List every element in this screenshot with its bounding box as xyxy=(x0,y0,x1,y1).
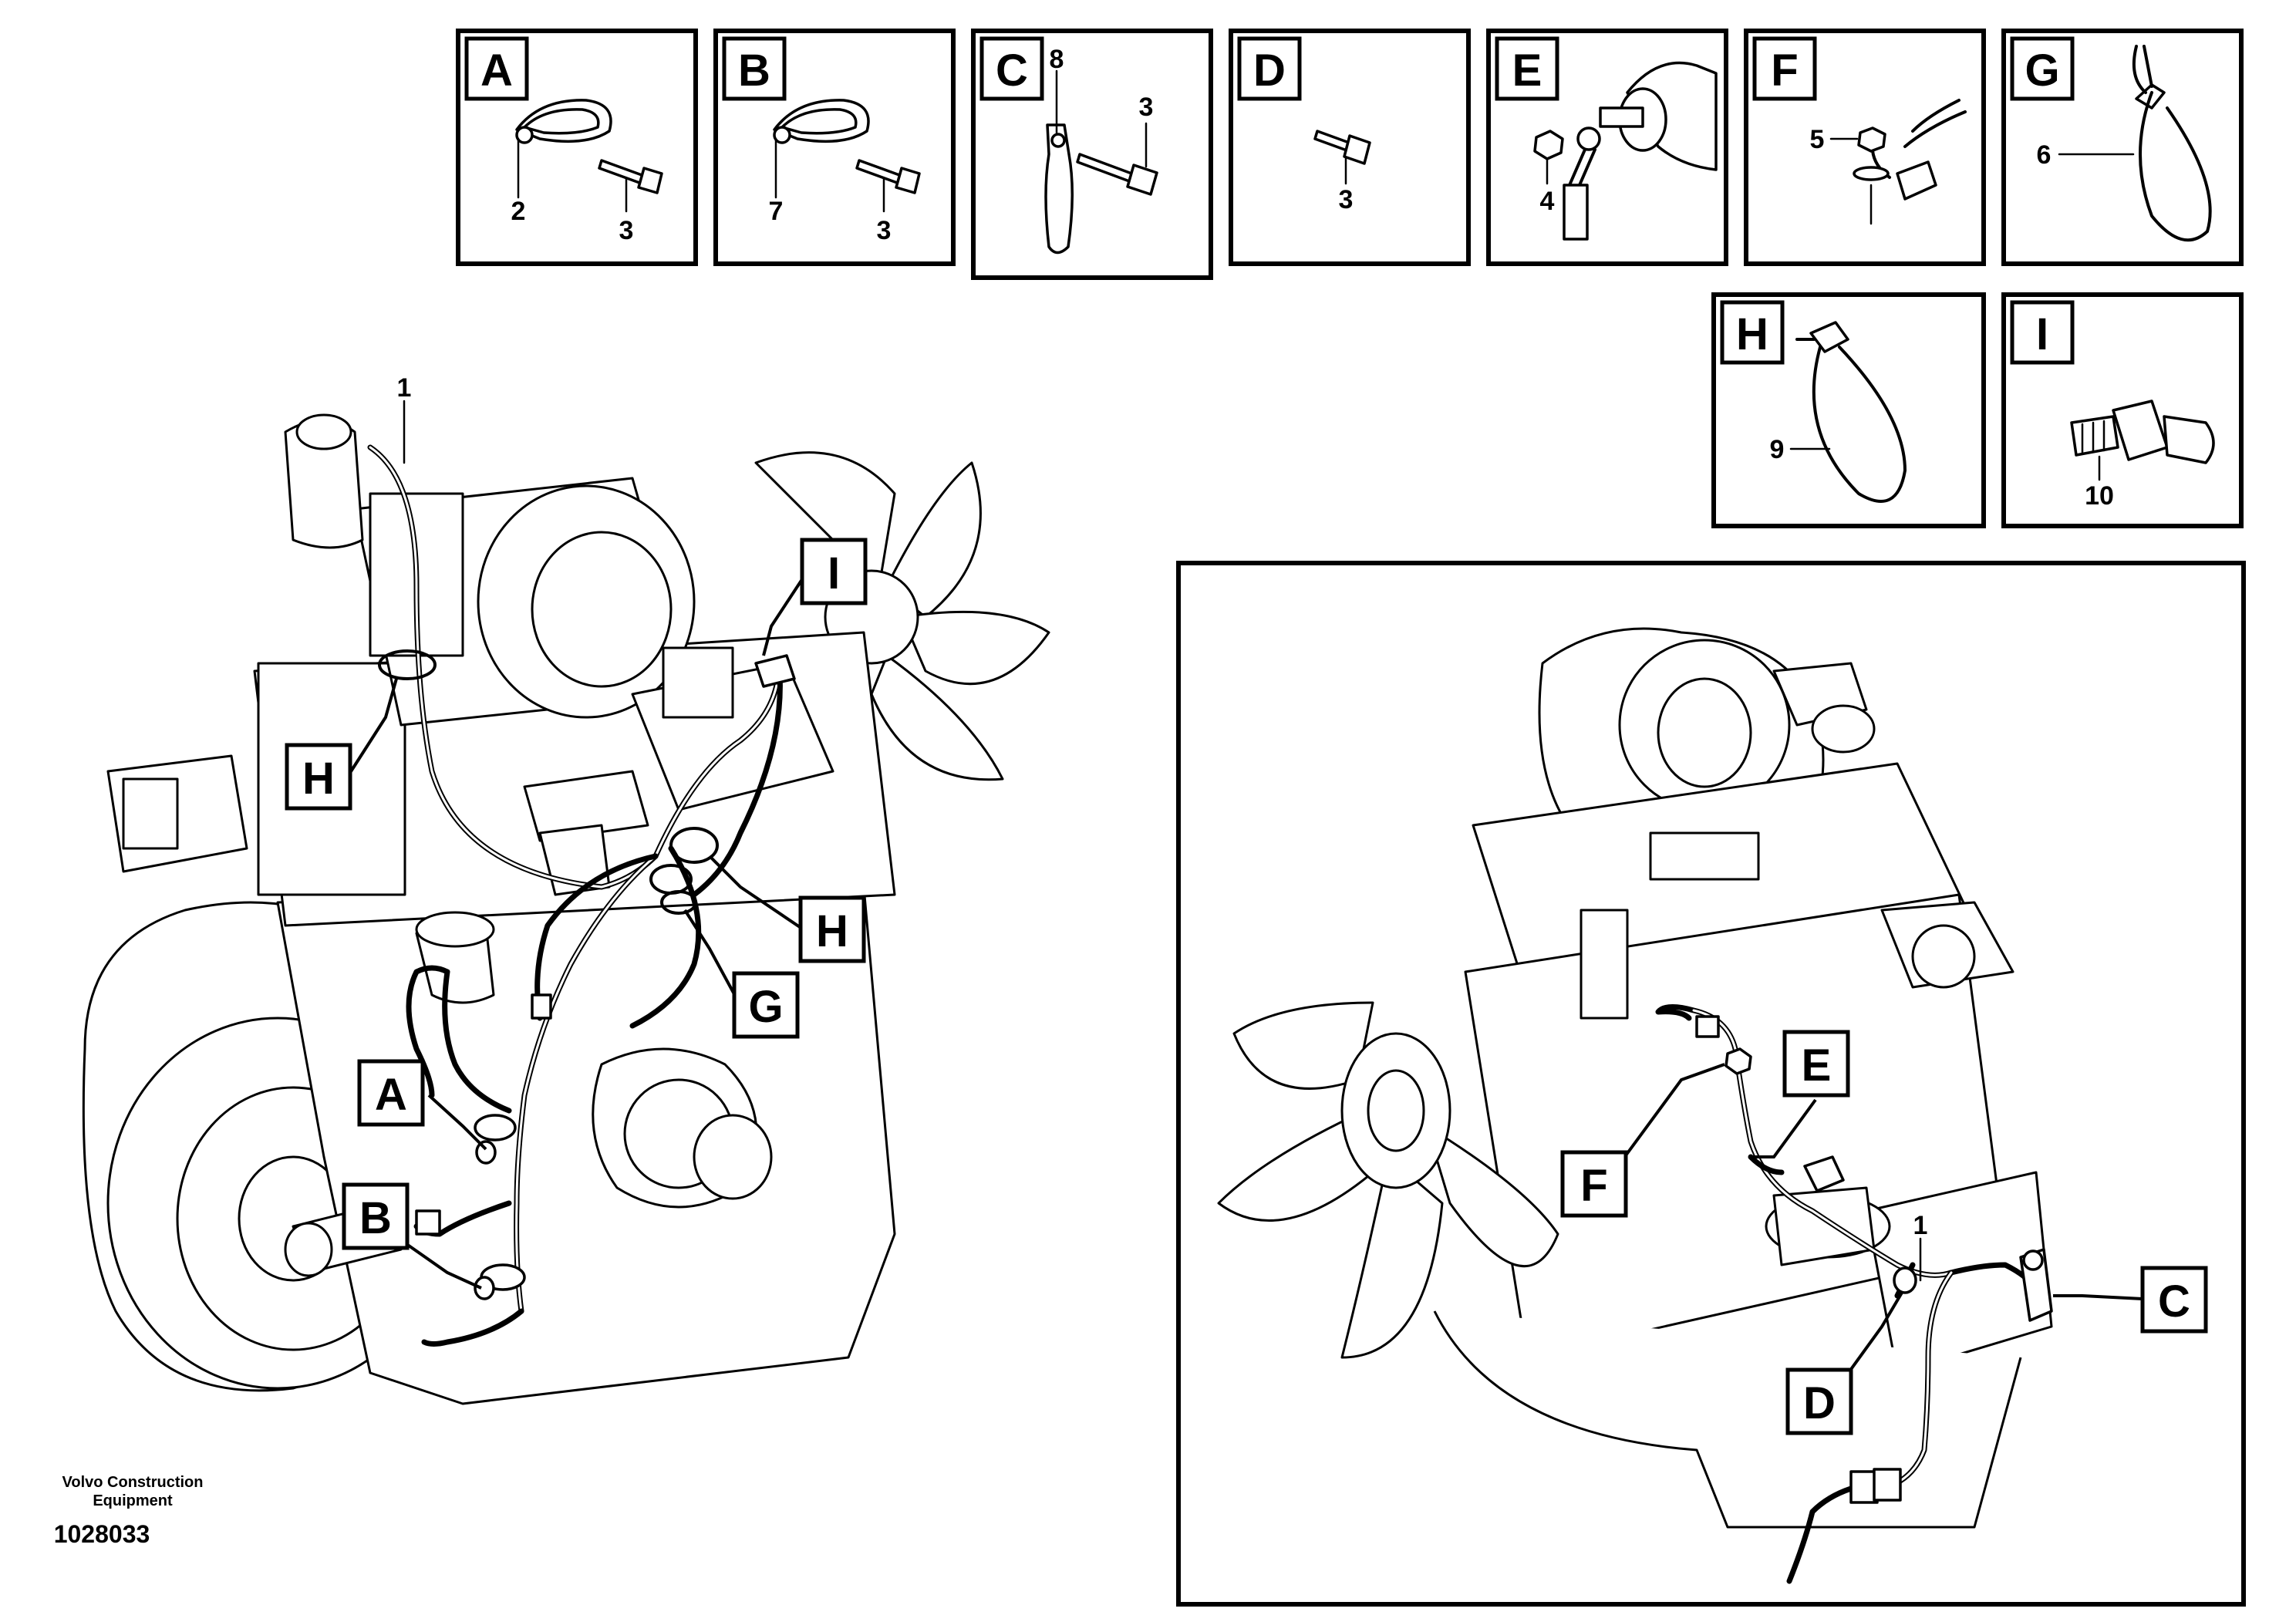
part-number: 5 xyxy=(1810,125,1825,154)
p-clamp-icon xyxy=(515,99,612,144)
right-inset-view: 1 E F C D xyxy=(1176,561,2246,1607)
harness-label: 1 xyxy=(1913,1211,1928,1240)
part-number: 9 xyxy=(1770,435,1785,464)
callout-c: C xyxy=(2053,1266,2208,1334)
callout-h-upper: H xyxy=(285,678,398,811)
wiring-harness xyxy=(367,444,796,1347)
callout-d: D xyxy=(1785,1291,1903,1435)
detail-panel-e: E 4 xyxy=(1486,29,1728,266)
starter-terminal-icon xyxy=(1599,61,1718,171)
panel-letter: G xyxy=(2025,46,2059,96)
p-clamp-icon xyxy=(773,99,870,144)
bolt-icon xyxy=(1313,130,1371,165)
bolt-icon xyxy=(855,159,921,194)
part-number: 7 xyxy=(769,197,784,226)
callout-h-lower: H xyxy=(708,855,866,963)
panel-letter: C xyxy=(996,46,1028,96)
part-number: 8 xyxy=(1050,45,1064,74)
panel-letter: I xyxy=(2036,309,2048,359)
air-cleaner xyxy=(284,413,696,727)
inset-wiring-harness xyxy=(1655,1004,2053,1584)
callout-b: B xyxy=(342,1182,482,1290)
svg-text:G: G xyxy=(748,982,783,1032)
callout-f: F xyxy=(1560,1063,1725,1218)
nut-icon xyxy=(1533,130,1564,160)
nut-washer-icon xyxy=(1853,126,1890,225)
callout-e: E xyxy=(1751,1030,1850,1158)
inset-engine xyxy=(1217,627,2053,1529)
callout-g: G xyxy=(683,909,800,1039)
panel-letter: A xyxy=(480,46,513,96)
harness-label: 1 xyxy=(397,373,412,403)
detail-panel-b: B 7 3 xyxy=(713,29,956,266)
mounted-cable-tie-icon xyxy=(1795,321,1907,503)
panel-letter: F xyxy=(1771,46,1798,96)
detail-panel-h: H 9 xyxy=(1711,292,1986,528)
ring-terminal-icon xyxy=(1563,126,1601,241)
cable-tie-icon xyxy=(2132,45,2212,242)
part-number: 10 xyxy=(2085,481,2114,511)
detail-panel-f: F 5 xyxy=(1744,29,1986,266)
left-engine-view: 1 H I H G A B xyxy=(82,373,1050,1405)
detail-panel-g: G 6 xyxy=(2001,29,2244,266)
part-number: 3 xyxy=(877,216,892,245)
panel-letter: D xyxy=(1253,46,1286,96)
publisher-name: Volvo Construction xyxy=(62,1474,204,1491)
panel-letter: H xyxy=(1736,309,1768,359)
svg-text:H: H xyxy=(302,754,335,804)
panel-letter: B xyxy=(738,46,770,96)
svg-text:A: A xyxy=(375,1070,407,1120)
part-number: 3 xyxy=(1139,93,1154,122)
part-number: 3 xyxy=(619,216,634,245)
part-number: 3 xyxy=(1339,185,1354,214)
callout-a: A xyxy=(357,1059,487,1151)
footer-block: Volvo Construction Equipment 1028033 xyxy=(54,1474,204,1548)
bracket-clamp-icon xyxy=(1044,123,1074,255)
detail-panel-i: I 10 xyxy=(2001,292,2244,528)
svg-text:B: B xyxy=(359,1193,392,1243)
part-number: 6 xyxy=(2037,140,2052,170)
part-number: 4 xyxy=(1540,187,1555,216)
svg-text:D: D xyxy=(1803,1378,1836,1428)
svg-text:E: E xyxy=(1802,1040,1832,1091)
detail-panel-d: D 3 xyxy=(1229,29,1471,266)
temperature-sensor-icon xyxy=(2070,400,2215,464)
panel-letter: E xyxy=(1512,46,1542,96)
bolt-icon xyxy=(1076,153,1158,196)
drawing-number: 1028033 xyxy=(54,1520,150,1548)
detail-panel-a: A 2 3 xyxy=(456,29,698,266)
bolt-icon xyxy=(598,159,663,194)
svg-text:I: I xyxy=(828,548,840,599)
callout-i: I xyxy=(762,538,868,656)
svg-text:C: C xyxy=(2158,1276,2190,1327)
svg-text:H: H xyxy=(816,906,848,956)
detail-panel-c: C 8 3 xyxy=(971,29,1213,280)
svg-text:F: F xyxy=(1580,1161,1607,1211)
part-number: 2 xyxy=(511,197,526,226)
fuel-filter xyxy=(415,911,495,1004)
publisher-name-line2: Equipment xyxy=(93,1492,173,1509)
